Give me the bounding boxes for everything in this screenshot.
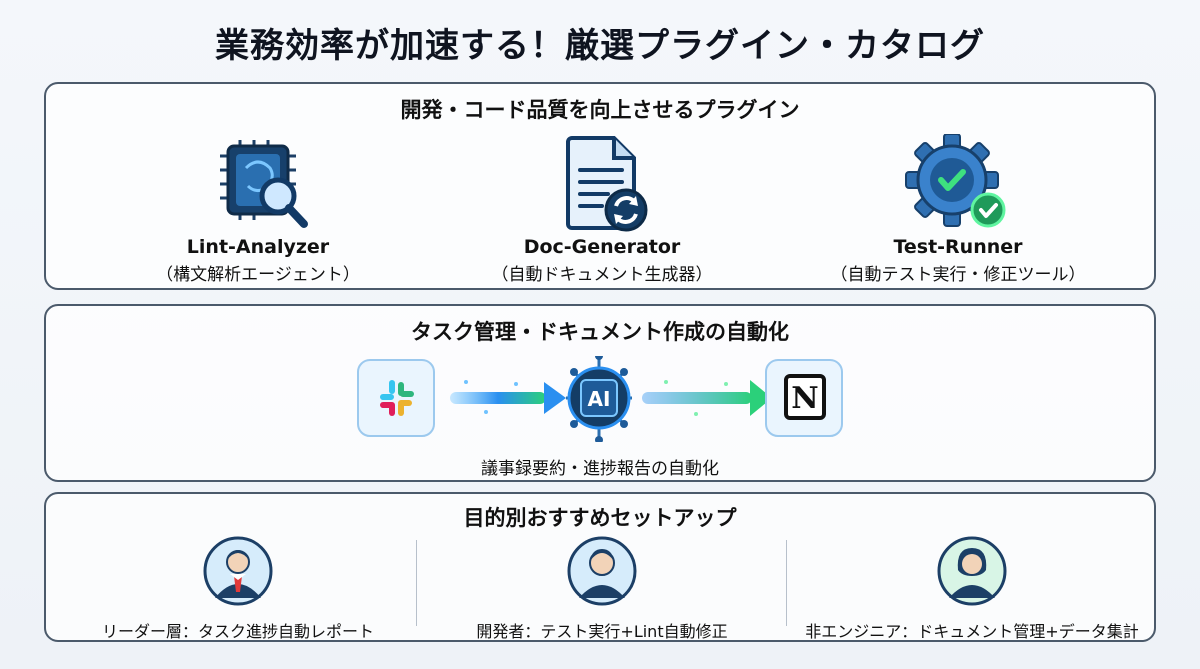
dev-section-title: 開発・コード品質を向上させるプラグイン — [400, 98, 800, 122]
notion-label: N — [791, 381, 818, 416]
developer-avatar-icon — [567, 536, 637, 606]
automation-flow-diagram: AI N — [357, 356, 843, 442]
setup-leader[interactable]: リーダー層：タスク進捗自動レポート — [58, 536, 418, 642]
setup-non-engineer[interactable]: 非エンジニア：ドキュメント管理+データ集計 — [792, 536, 1152, 642]
page-title: 業務効率が加速する！厳選プラグイン・カタログ — [215, 26, 985, 66]
setup-panel: 目的別おすすめセットアップ リーダー層：タスク進捗自動レポート 開発者：テスト — [44, 492, 1156, 642]
automation-caption: 議事録要約・進捗報告の自動化 — [481, 459, 719, 479]
ai-label: AI — [588, 387, 611, 411]
plugin-test-runner[interactable]: Test-Runner （自動テスト実行・修正ツール） — [798, 133, 1118, 285]
automation-panel: タスク管理・ドキュメント作成の自動化 — [44, 304, 1156, 482]
setup-section-title: 目的別おすすめセットアップ — [463, 506, 737, 530]
flow-arrow-slack-to-ai — [450, 380, 566, 414]
gear-check-icon — [898, 133, 1018, 234]
flow-arrow-ai-to-notion — [642, 380, 772, 416]
non-engineer-avatar-icon — [937, 536, 1007, 606]
document-sync-icon — [542, 134, 662, 234]
setup-divider — [786, 540, 787, 626]
plugin-doc-generator[interactable]: Doc-Generator （自動ドキュメント生成器） — [442, 134, 762, 285]
plugin-description: （自動ドキュメント生成器） — [491, 265, 713, 285]
chip-magnifier-icon — [198, 134, 318, 234]
setup-label: 開発者：テスト実行+Lint自動修正 — [476, 622, 728, 641]
plugin-name: Test-Runner — [893, 236, 1023, 258]
dev-plugins-panel: 開発・コード品質を向上させるプラグイン Lint-Analyzer （構文解析エ… — [44, 82, 1156, 290]
setup-divider — [416, 540, 417, 626]
setup-label: リーダー層：タスク進捗自動レポート — [101, 622, 374, 641]
automation-section-title: タスク管理・ドキュメント作成の自動化 — [411, 320, 789, 344]
plugin-name: Lint-Analyzer — [186, 236, 330, 258]
plugin-description: （構文解析エージェント） — [156, 265, 360, 285]
ai-hub-icon — [566, 356, 632, 442]
setup-label: 非エンジニア：ドキュメント管理+データ集計 — [805, 622, 1139, 641]
notion-icon — [765, 359, 843, 437]
setup-developer[interactable]: 開発者：テスト実行+Lint自動修正 — [422, 536, 782, 642]
slack-icon — [357, 359, 435, 437]
plugin-description: （自動テスト実行・修正ツール） — [830, 265, 1086, 285]
plugin-name: Doc-Generator — [523, 236, 681, 258]
leader-avatar-icon — [203, 536, 273, 606]
plugin-lint-analyzer[interactable]: Lint-Analyzer （構文解析エージェント） — [98, 134, 418, 285]
